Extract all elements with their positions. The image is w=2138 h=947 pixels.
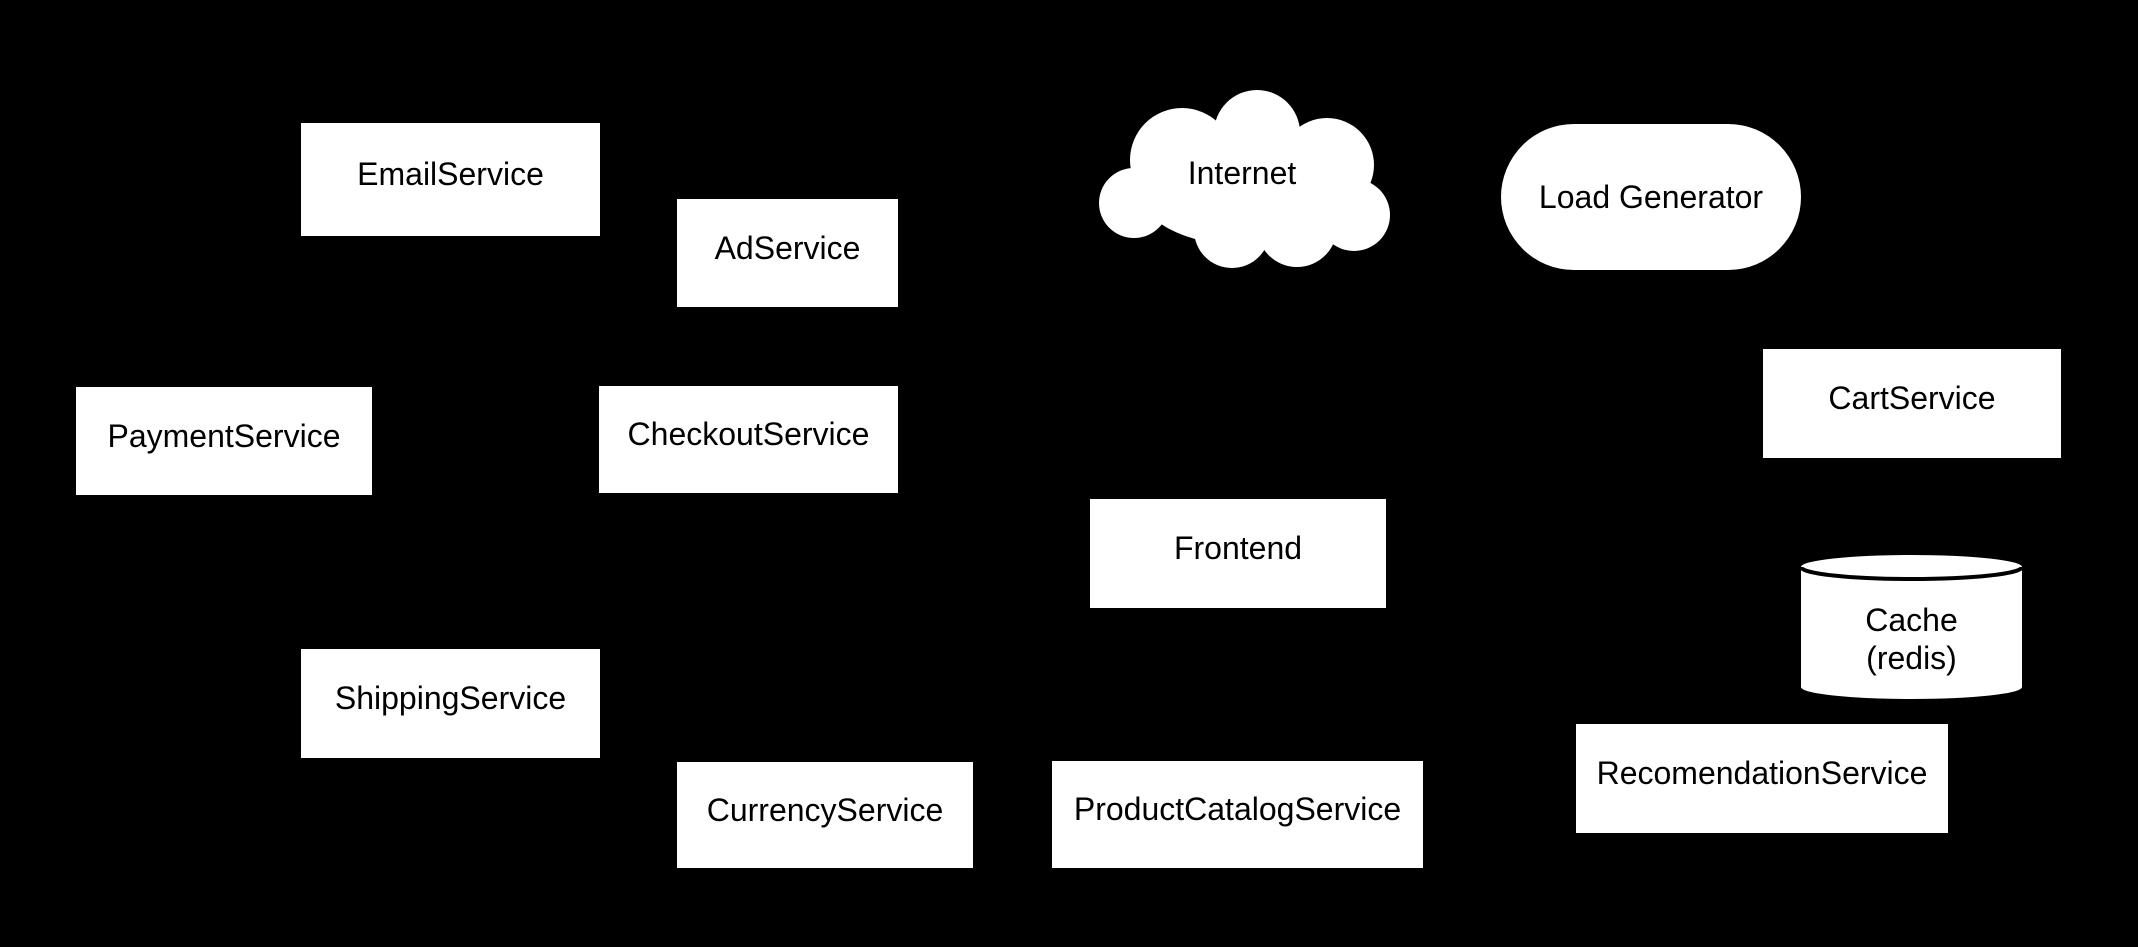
node-cart-service: CartService bbox=[1763, 349, 2061, 458]
database-cylinder-icon bbox=[1800, 555, 2023, 699]
frontend-label: Frontend bbox=[1173, 530, 1303, 566]
cloud-icon bbox=[1099, 90, 1390, 268]
node-currency-service: CurrencyService bbox=[677, 762, 973, 868]
cart-service-label: CartService bbox=[1828, 380, 1996, 416]
cache-label-line1: Cache bbox=[1865, 602, 1958, 638]
shipping-service-label: ShippingService bbox=[334, 680, 567, 716]
node-payment-service: PaymentService bbox=[76, 387, 372, 495]
payment-service-label: PaymentService bbox=[107, 417, 341, 454]
node-checkout-service: CheckoutService bbox=[599, 386, 898, 493]
node-recomendation-service: RecomendationService bbox=[1576, 724, 1948, 833]
email-service-label: EmailService bbox=[357, 156, 544, 192]
ad-service-label: AdService bbox=[714, 229, 861, 266]
recomendation-service-label: RecomendationService bbox=[1596, 755, 1928, 791]
node-internet: Internet bbox=[1092, 85, 1392, 270]
node-product-catalog-service: ProductCatalogService bbox=[1052, 761, 1423, 868]
load-generator-label: Load Generator bbox=[1538, 178, 1764, 215]
cache-label-line2: (redis) bbox=[1866, 640, 1957, 676]
node-frontend: Frontend bbox=[1090, 499, 1386, 608]
node-ad-service: AdService bbox=[677, 199, 898, 307]
node-email-service: EmailService bbox=[301, 123, 600, 236]
currency-service-label: CurrencyService bbox=[706, 791, 944, 828]
node-cache-redis: Cache (redis) bbox=[1800, 554, 2023, 700]
product-catalog-service-label: ProductCatalogService bbox=[1073, 791, 1402, 827]
node-load-generator: Load Generator bbox=[1501, 124, 1801, 270]
node-shipping-service: ShippingService bbox=[301, 649, 600, 758]
cache-label: Cache (redis) bbox=[1865, 601, 1958, 677]
internet-label: Internet bbox=[1187, 154, 1297, 191]
checkout-service-label: CheckoutService bbox=[627, 416, 870, 452]
